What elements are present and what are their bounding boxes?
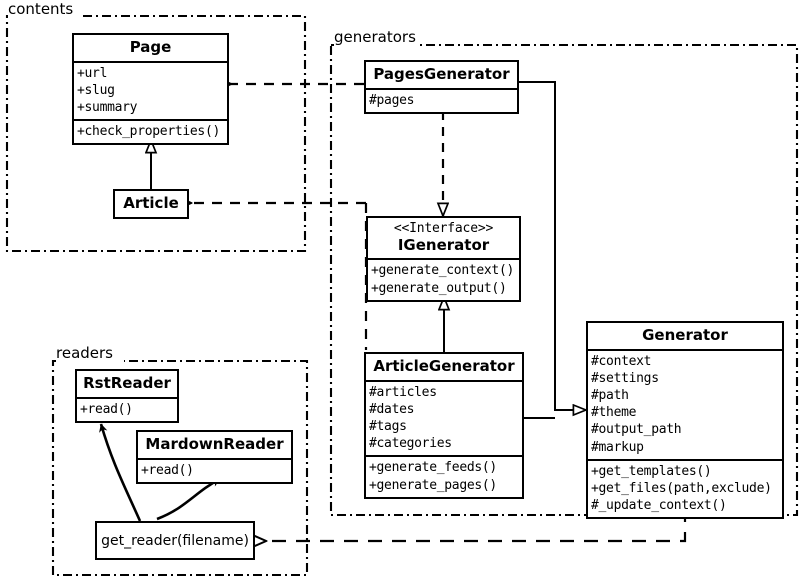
class-method: +get_templates() bbox=[591, 463, 712, 479]
package-label-generators: generators bbox=[334, 28, 416, 46]
class-name-mardown-reader: MardownReader bbox=[145, 435, 284, 453]
class-box-article[interactable]: Article bbox=[113, 189, 189, 219]
class-box-mardown-reader[interactable]: MardownReader +read() bbox=[136, 430, 293, 484]
class-name-generator: Generator bbox=[642, 326, 728, 344]
class-name-pages-generator: PagesGenerator bbox=[373, 65, 510, 83]
class-attribute: +url bbox=[77, 65, 108, 81]
class-attribute: #context bbox=[591, 353, 652, 369]
class-box-igenerator[interactable]: <<Interface>> IGenerator +generate_conte… bbox=[366, 216, 521, 302]
class-method: +generate_pages() bbox=[369, 477, 497, 493]
class-method: +read() bbox=[80, 401, 133, 417]
class-methods-page: +check_properties() bbox=[74, 119, 227, 143]
class-attribute: #pages bbox=[369, 92, 415, 108]
class-attribute: #theme bbox=[591, 405, 637, 421]
class-method: #_update_context() bbox=[591, 498, 727, 514]
package-label-contents: contents bbox=[8, 0, 74, 18]
class-attribute: +slug bbox=[77, 82, 115, 98]
class-methods-article-generator: +generate_feeds() +generate_pages() bbox=[366, 455, 522, 496]
class-attribute: #output_path bbox=[591, 422, 682, 438]
class-methods-rst-reader: +read() bbox=[77, 396, 177, 421]
class-attribute: #path bbox=[591, 388, 629, 404]
class-attributes-article-generator: #articles #dates #tags #categories bbox=[366, 379, 522, 456]
class-methods-generator: +get_templates() +get_files(path,exclude… bbox=[588, 458, 782, 517]
class-attribute: #articles bbox=[369, 384, 437, 400]
class-attribute: #tags bbox=[369, 419, 407, 435]
function-label-get-reader: get_reader(filename) bbox=[101, 532, 249, 549]
class-attributes-generator: #context #settings #path #theme #output_… bbox=[588, 348, 782, 459]
class-box-pages-generator[interactable]: PagesGenerator #pages bbox=[364, 60, 519, 114]
relation-get-reader-returns-rstreader bbox=[99, 423, 142, 522]
class-method: +generate_output() bbox=[371, 280, 507, 296]
relation-get-reader-returns-mardownreader bbox=[156, 477, 221, 521]
class-method: +generate_feeds() bbox=[369, 460, 497, 476]
class-attribute: #categories bbox=[369, 436, 452, 452]
class-method: +generate_context() bbox=[371, 263, 515, 279]
package-frame-contents bbox=[5, 14, 307, 253]
class-attribute: #dates bbox=[369, 401, 415, 417]
class-name-article: Article bbox=[123, 194, 179, 212]
class-name-page: Page bbox=[129, 38, 172, 56]
class-name-rst-reader: RstReader bbox=[83, 374, 171, 392]
class-box-page[interactable]: Page +url +slug +summary +check_properti… bbox=[72, 33, 229, 146]
package-label-readers: readers bbox=[56, 344, 113, 362]
class-box-generator[interactable]: Generator #context #settings #path #them… bbox=[586, 321, 784, 520]
package-frame-generators bbox=[329, 43, 799, 517]
package-frame-readers bbox=[51, 359, 309, 577]
class-name-article-generator: ArticleGenerator bbox=[373, 357, 515, 375]
class-attribute: #markup bbox=[591, 439, 644, 455]
class-method: +check_properties() bbox=[77, 124, 221, 140]
relation-pagesgenerator-inherits-generator bbox=[519, 81, 586, 410]
class-method: +read() bbox=[141, 462, 194, 478]
class-attributes-page: +url +slug +summary bbox=[74, 60, 227, 119]
class-box-rst-reader[interactable]: RstReader +read() bbox=[75, 369, 179, 423]
class-method: +get_files(path,exclude) bbox=[591, 480, 772, 496]
class-stereotype-igenerator: <<Interface>> bbox=[393, 221, 494, 236]
class-name-text: IGenerator bbox=[397, 235, 490, 254]
class-attribute: #settings bbox=[591, 370, 659, 386]
function-box-get-reader[interactable]: get_reader(filename) bbox=[95, 521, 255, 560]
class-box-article-generator[interactable]: ArticleGenerator #articles #dates #tags … bbox=[364, 352, 524, 499]
class-attribute: +summary bbox=[77, 100, 138, 116]
class-methods-igenerator: +generate_context() +generate_output() bbox=[368, 258, 519, 299]
class-methods-mardown-reader: +read() bbox=[138, 457, 291, 482]
class-attributes-pages-generator: #pages bbox=[366, 87, 517, 112]
class-name-igenerator: <<Interface>> IGenerator bbox=[368, 218, 519, 258]
